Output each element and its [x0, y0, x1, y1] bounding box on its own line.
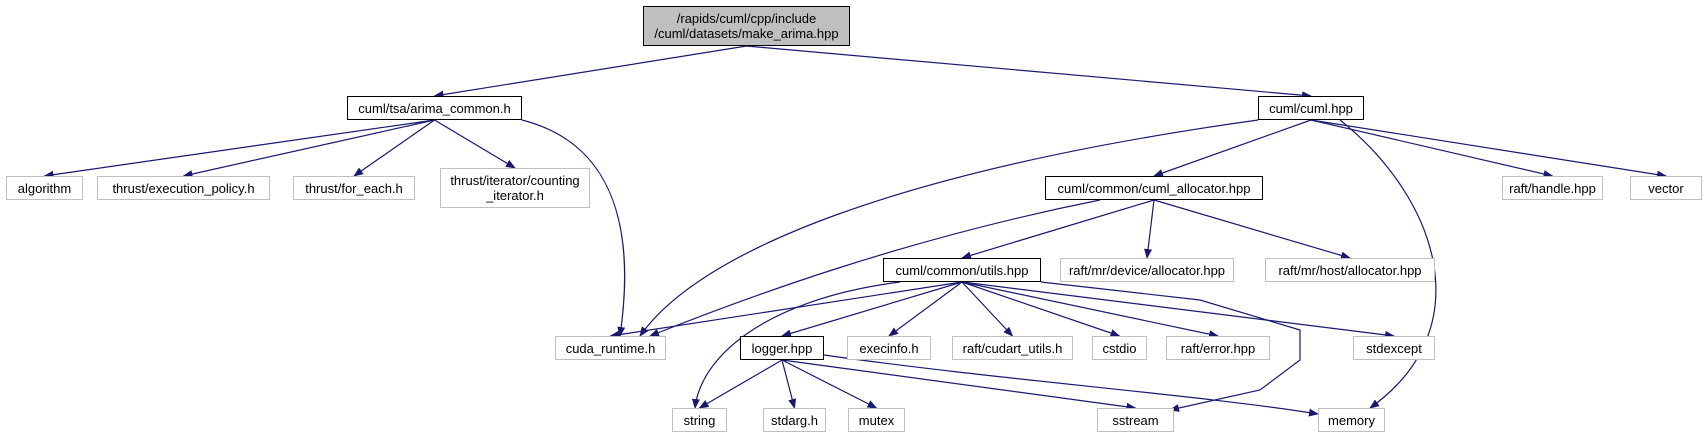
edge-cuml_hpp-to-cuda_runtime: [639, 119, 1259, 337]
edge-cuml_hpp-to-raft_handle: [1310, 119, 1554, 178]
edge-arima_common-to-counting_iterator: [434, 119, 516, 169]
node-logger[interactable]: logger.hpp: [740, 336, 824, 360]
node-stdarg: stdarg.h: [763, 408, 826, 432]
edge-utils_hpp-to-execinfo: [888, 281, 963, 337]
node-arima-common[interactable]: cuml/tsa/arima_common.h: [347, 96, 522, 120]
node-cstdio: cstdio: [1092, 336, 1147, 360]
node-cuml-utils[interactable]: cuml/common/utils.hpp: [883, 258, 1041, 282]
node-thrust-execution-policy: thrust/execution_policy.h: [97, 176, 270, 200]
node-mutex: mutex: [848, 408, 905, 432]
node-raft-error: raft/error.hpp: [1166, 336, 1270, 360]
edge-cuml_allocator-to-utils_hpp: [961, 199, 1155, 260]
edge-cuml_allocator-to-cuda_runtime: [649, 199, 1101, 337]
node-vector: vector: [1630, 176, 1702, 200]
node-cuml-allocator[interactable]: cuml/common/cuml_allocator.hpp: [1045, 176, 1263, 200]
edge-make_arima-to-cuml_hpp: [746, 45, 1312, 100]
node-cuml-hpp[interactable]: cuml/cuml.hpp: [1258, 96, 1364, 120]
edge-cuml_hpp-to-cuml_allocator: [1153, 119, 1312, 177]
node-cuda-runtime: cuda_runtime.h: [555, 336, 666, 360]
node-stdexcept: stdexcept: [1353, 336, 1435, 360]
node-raft-cudart-utils: raft/cudart_utils.h: [952, 336, 1073, 360]
edge-arima_common-to-algorithm: [43, 119, 435, 179]
edge-make_arima-to-arima_common: [433, 45, 747, 99]
edge-arima_common-to-cuda_runtime: [521, 119, 626, 337]
edge-logger_hpp-to-stdarg: [781, 359, 797, 409]
edge-logger_hpp-to-mutex: [781, 359, 878, 409]
edge-logger_hpp-to-string: [698, 359, 783, 409]
edge-arima_common-to-for_each: [353, 119, 435, 177]
edge-cuml_allocator-to-mr_host_alloc: [1153, 199, 1351, 260]
edge-utils_hpp-to-stdexcept: [961, 281, 1395, 339]
node-memory: memory: [1318, 408, 1385, 432]
edges-layer: [43, 45, 1667, 417]
node-execinfo: execinfo.h: [847, 336, 931, 360]
node-sstream: sstream: [1097, 408, 1174, 432]
node-algorithm: algorithm: [6, 176, 83, 200]
node-raft-mr-host-allocator: raft/mr/host/allocator.hpp: [1265, 258, 1435, 282]
node-make-arima[interactable]: /rapids/cuml/cpp/include /cuml/datasets/…: [643, 6, 850, 46]
edge-utils_hpp-to-string: [691, 281, 901, 409]
edge-cuml_hpp-to-vector: [1310, 119, 1667, 179]
node-thrust-counting-iterator: thrust/iterator/counting _iterator.h: [440, 168, 590, 208]
edge-utils_hpp-to-logger_hpp: [781, 281, 963, 338]
node-raft-mr-device-allocator: raft/mr/device/allocator.hpp: [1060, 258, 1234, 282]
edge-utils_hpp-to-cstdio: [961, 281, 1121, 337]
edge-logger_hpp-to-sstream: [781, 359, 1137, 411]
node-thrust-for-each: thrust/for_each.h: [293, 176, 415, 200]
node-raft-handle: raft/handle.hpp: [1502, 176, 1603, 200]
edge-utils_hpp-to-cudart_utils: [961, 281, 1014, 337]
edge-logger_hpp-to-memory: [823, 354, 1319, 417]
edge-utils_hpp-to-cuda_runtime: [609, 281, 963, 339]
edge-utils_hpp-to-raft_error: [961, 281, 1219, 339]
node-string: string: [672, 408, 727, 432]
edge-arima_common-to-execution_policy: [182, 119, 435, 178]
edge-utils_hpp-to-sstream: [1040, 281, 1301, 412]
edge-cuml_allocator-to-mr_device_alloc: [1144, 199, 1155, 259]
